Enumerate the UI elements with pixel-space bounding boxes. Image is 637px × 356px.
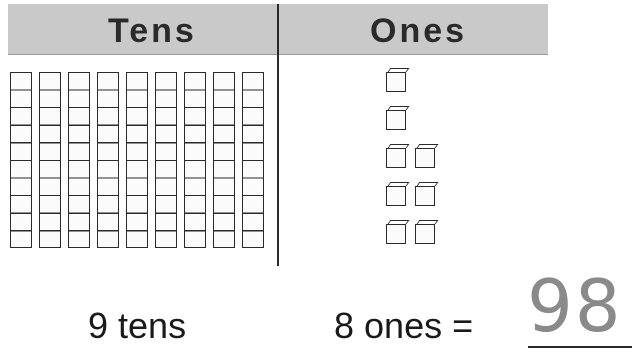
- column-divider: [277, 4, 279, 266]
- tens-rod: [126, 72, 148, 248]
- ones-cube: [415, 224, 435, 244]
- tens-rod: [97, 72, 119, 248]
- answer-number: 98: [527, 264, 623, 348]
- ones-count-text: 8 ones =: [334, 305, 473, 347]
- ones-cubes-area: [386, 66, 456, 256]
- tens-rod: [10, 72, 32, 248]
- tens-rod: [184, 72, 206, 248]
- tens-rod: [242, 72, 264, 248]
- tens-rod: [39, 72, 61, 248]
- tens-count-text: 9 tens: [88, 305, 186, 347]
- ones-cube: [386, 186, 406, 206]
- ones-cube: [386, 72, 406, 92]
- ones-cube: [386, 110, 406, 130]
- tens-rod: [68, 72, 90, 248]
- tens-column-title: Tens: [108, 12, 197, 51]
- ones-column-title: Ones: [370, 12, 467, 51]
- ones-cube: [415, 186, 435, 206]
- ones-cube: [386, 224, 406, 244]
- tens-rod: [213, 72, 235, 248]
- tens-rods-area: [10, 72, 270, 250]
- answer-line: [528, 346, 632, 348]
- tens-rod: [155, 72, 177, 248]
- ones-cube: [386, 148, 406, 168]
- ones-cube: [415, 148, 435, 168]
